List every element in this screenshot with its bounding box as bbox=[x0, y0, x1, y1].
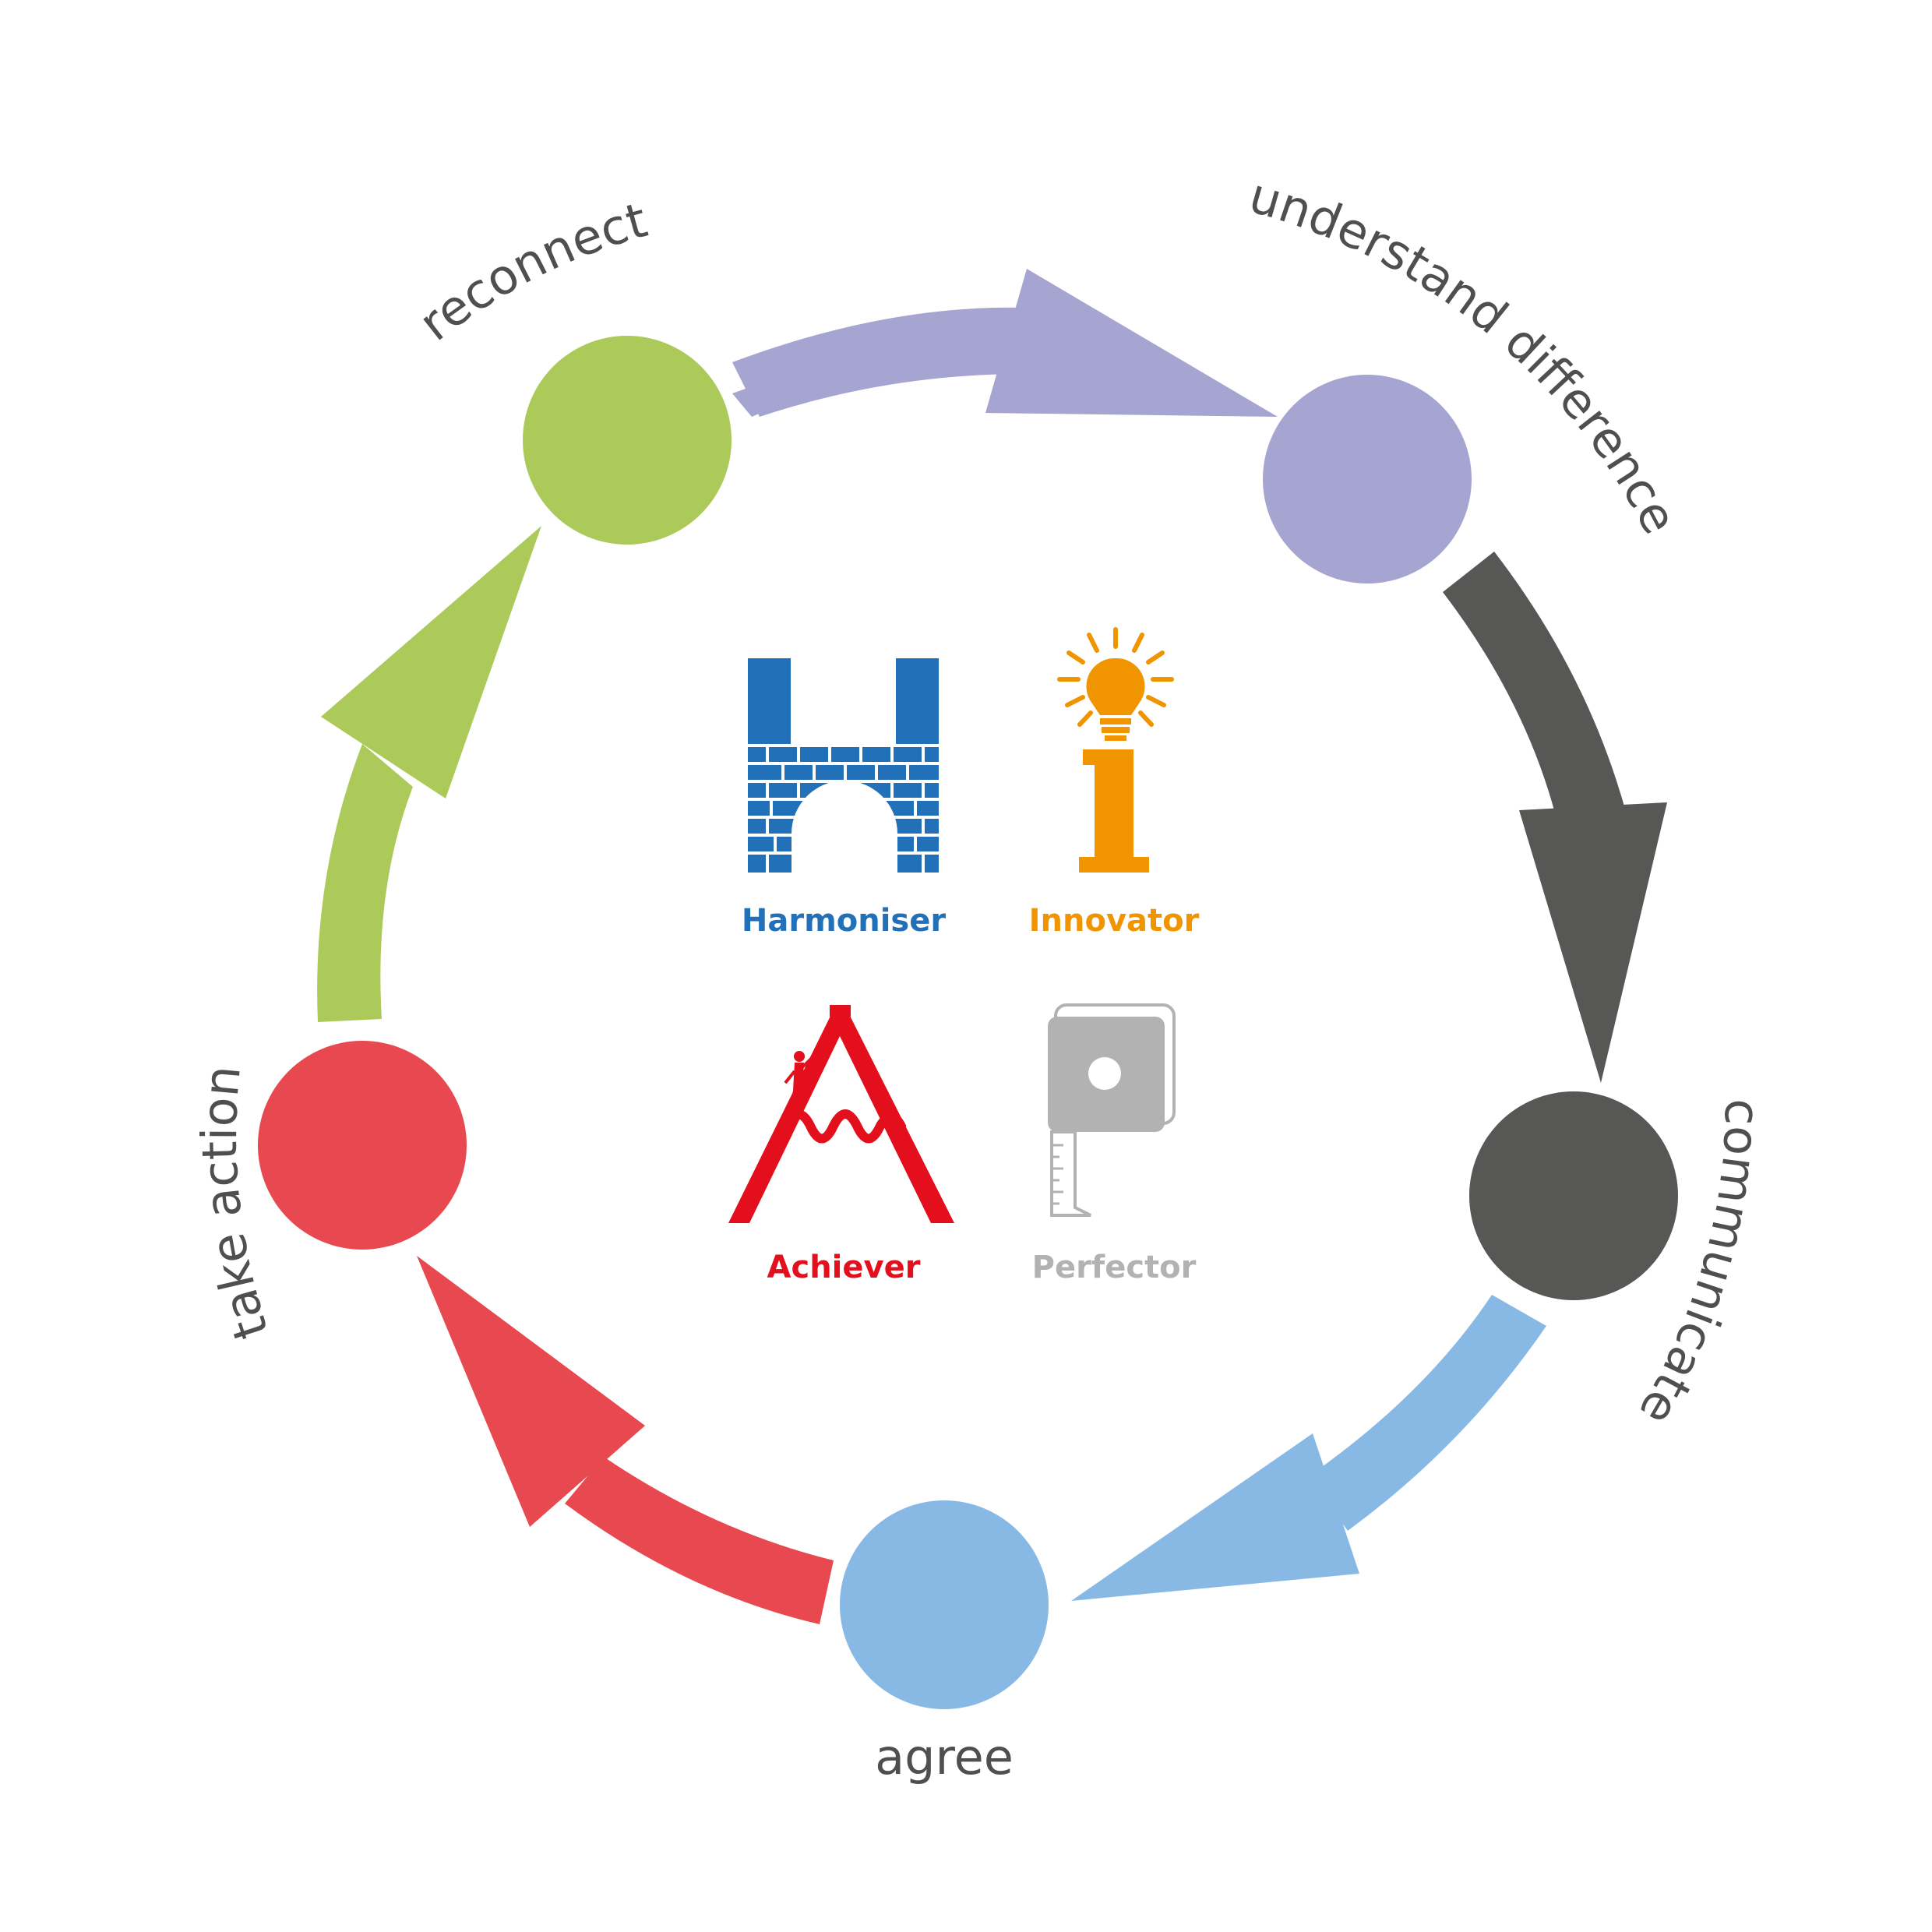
step-circle-agree bbox=[840, 1500, 1049, 1709]
arrow-take-action-to-reconnect bbox=[317, 526, 541, 1022]
arrow-head bbox=[417, 1256, 645, 1527]
tape-measure-icon bbox=[1048, 1003, 1176, 1217]
arrow-head bbox=[321, 526, 541, 799]
step-label-agree: agree bbox=[875, 1729, 1014, 1786]
arrow-shaft bbox=[1443, 552, 1624, 810]
arrow-shaft bbox=[1309, 1295, 1546, 1531]
arrow-shaft bbox=[317, 744, 413, 1022]
lightbulb-icon bbox=[1057, 627, 1174, 873]
arrow-head bbox=[1071, 1433, 1359, 1601]
profile-label-achiever: Achiever bbox=[767, 1250, 921, 1285]
arrow-shaft bbox=[565, 1457, 834, 1624]
profile-label-perfector: Perfector bbox=[1032, 1250, 1197, 1285]
mountain-climber-icon bbox=[728, 1005, 954, 1223]
step-circle-take-action bbox=[258, 1041, 467, 1250]
step-label-reconnect: reconnect bbox=[408, 191, 653, 351]
arrow-head bbox=[985, 269, 1278, 417]
arrow-shaft bbox=[732, 307, 1028, 417]
arrow-agree-to-take-action bbox=[417, 1256, 834, 1624]
arrow-communicate-to-agree bbox=[1071, 1295, 1546, 1601]
step-circle-understand-difference bbox=[1263, 375, 1472, 583]
arrow-understand-to-communicate bbox=[1443, 552, 1667, 1083]
step-circle-reconnect bbox=[523, 336, 732, 545]
bridge-icon bbox=[748, 658, 939, 873]
step-circle-communicate bbox=[1469, 1091, 1678, 1300]
arrow-reconnect-to-understand bbox=[732, 269, 1278, 417]
profile-label-harmoniser: Harmoniser bbox=[742, 903, 946, 939]
arrow-head bbox=[1519, 802, 1667, 1083]
profile-label-innovator: Innovator bbox=[1029, 903, 1200, 939]
